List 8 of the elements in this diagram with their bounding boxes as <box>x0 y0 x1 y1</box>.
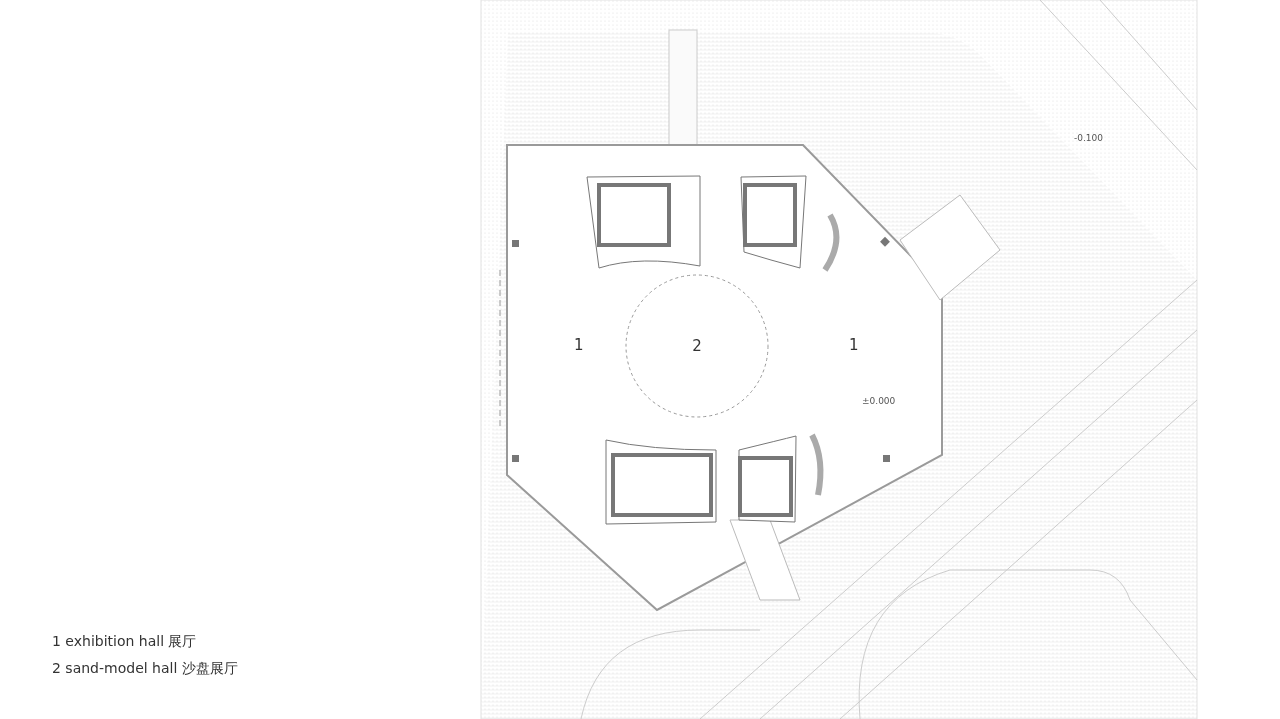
room-number: 1 <box>574 336 584 355</box>
dashed-circle-area <box>625 274 769 418</box>
legend-item: 2 sand-model hall 沙盘展厅 <box>52 660 238 678</box>
room-number: 2 <box>692 335 702 357</box>
elevation-mark: ±0.000 <box>862 396 896 408</box>
legend-item: 1 exhibition hall 展厅 <box>52 633 197 651</box>
room-number: 1 <box>849 336 859 355</box>
elevation-mark: -0.100 <box>1074 133 1103 145</box>
